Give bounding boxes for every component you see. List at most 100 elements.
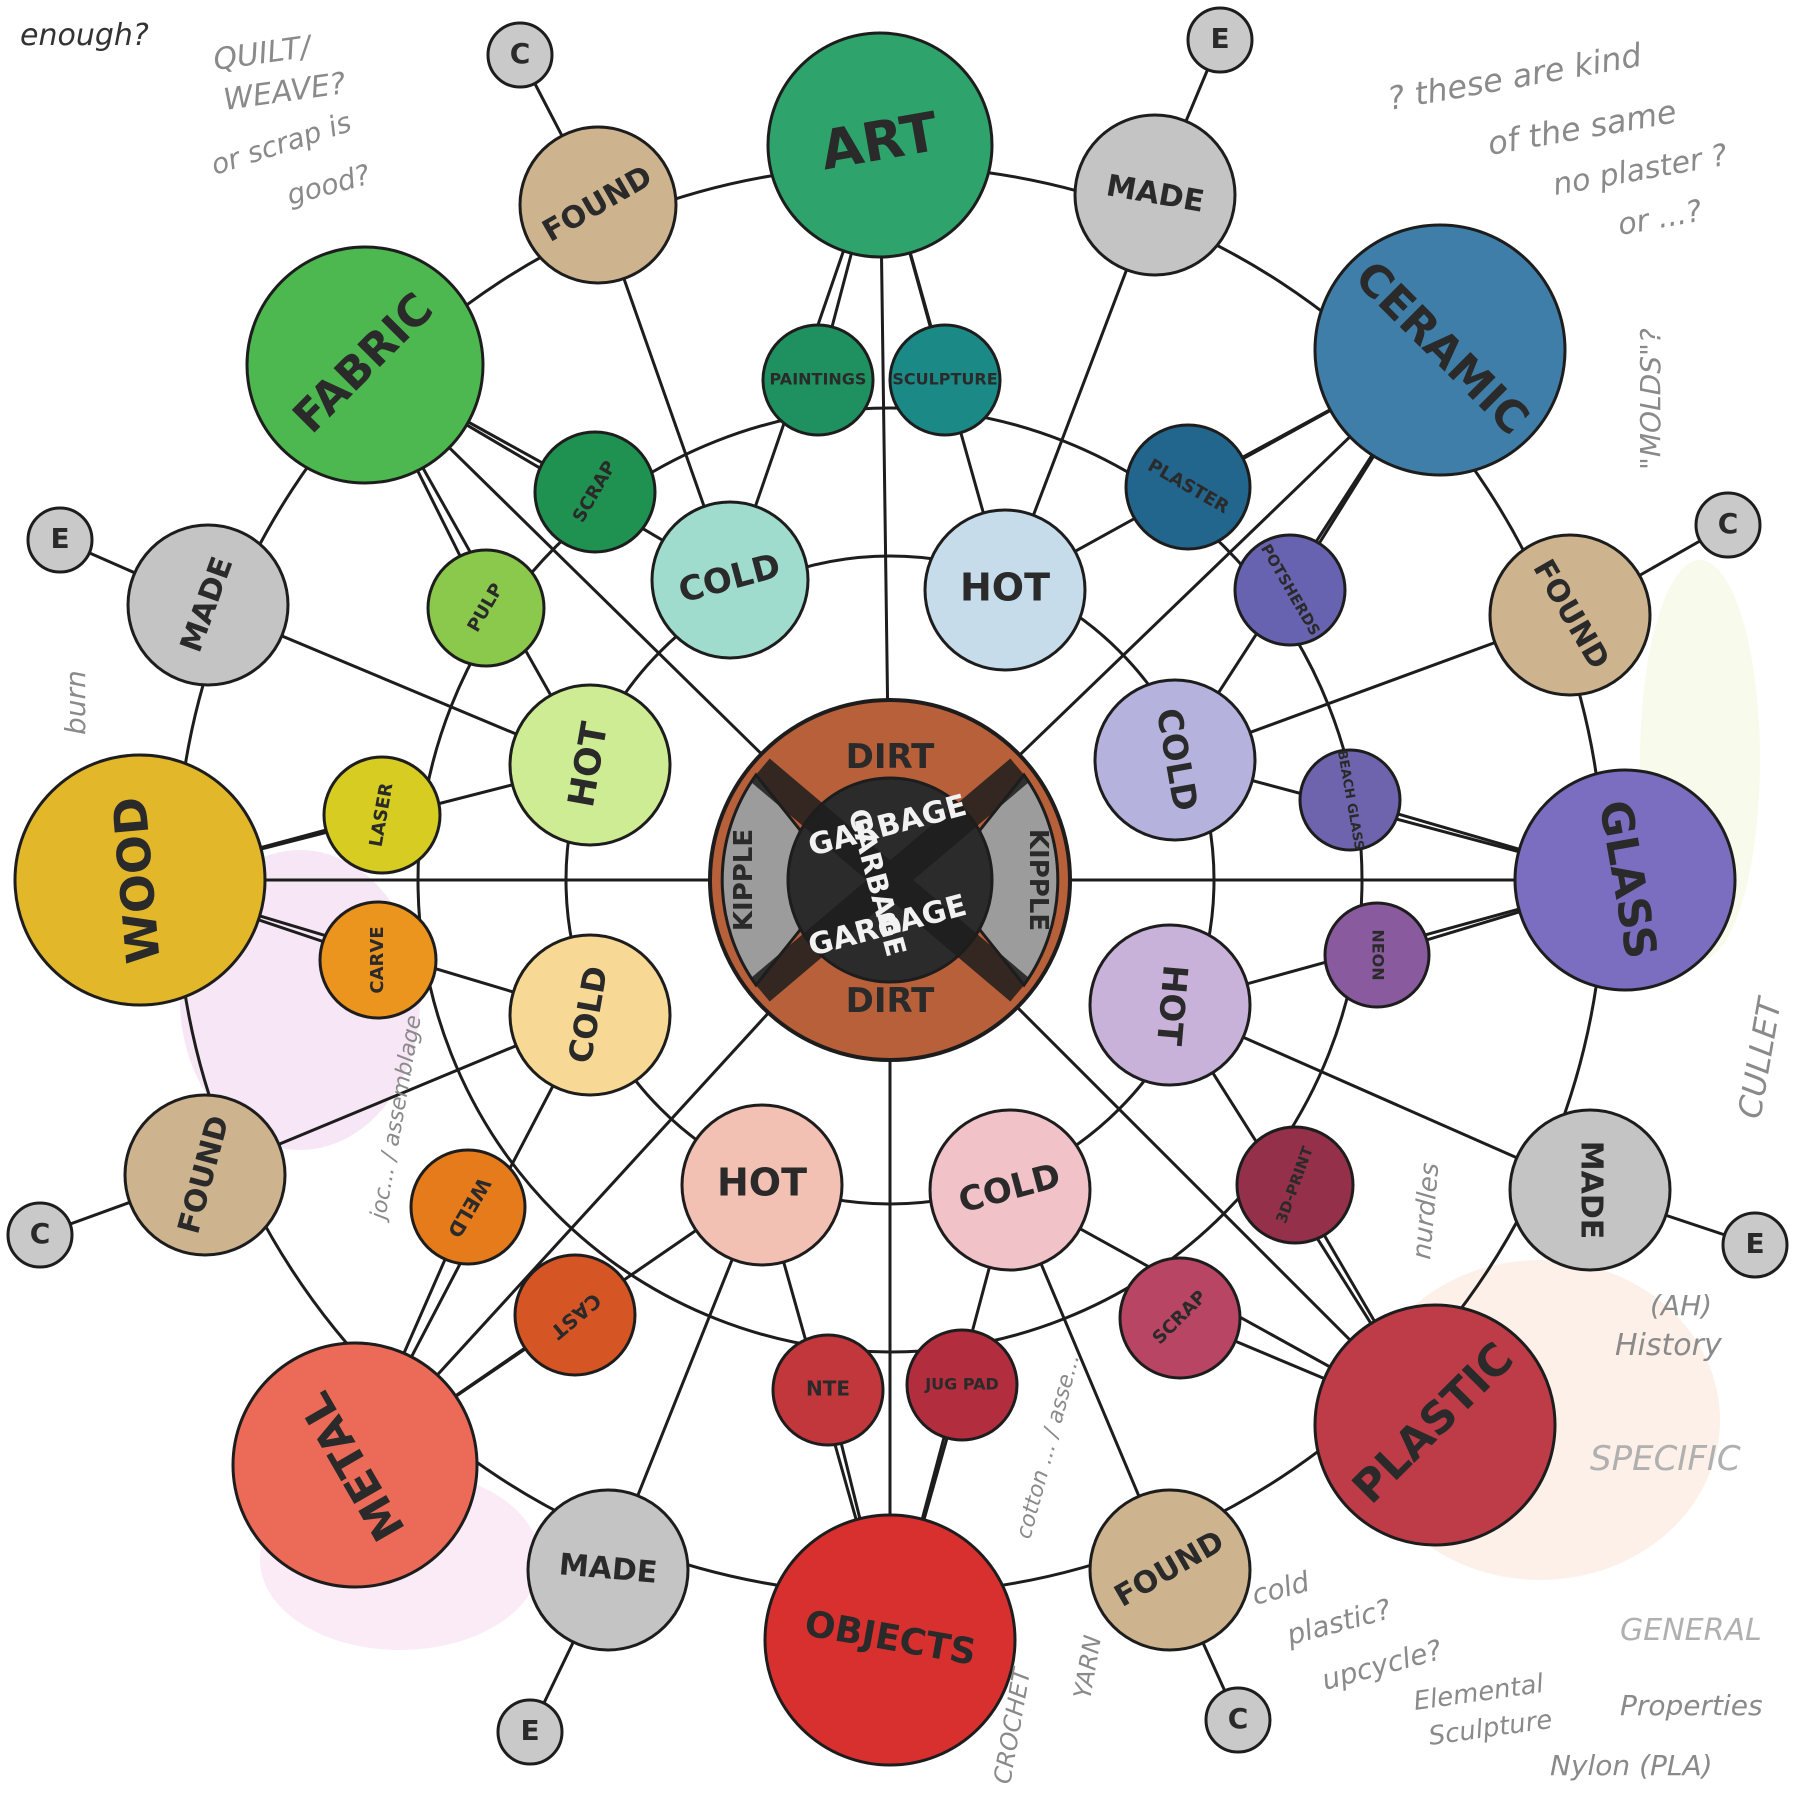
node-circle-scrap-plastic [1118,1256,1242,1380]
node-circle-neon [1323,901,1431,1009]
node-cold-wood: COLD [508,933,672,1097]
node-nte: NTE [771,1333,885,1447]
node-circle-sculpture [888,323,1002,437]
note-yarn: YARN [1068,1633,1107,1701]
node-made-glass: MADE [1508,1108,1672,1272]
note-specific: SPECIFIC [1590,1439,1741,1479]
node-circle-plastic [1313,1303,1557,1547]
node-circle-e-wood [26,506,94,574]
node-hot-plastic: HOT [680,1103,844,1267]
note-cold-plastic-1: cold [1248,1565,1313,1612]
node-cold-art: COLD [650,500,810,660]
node-paintings: PAINTINGS [761,323,875,437]
node-circle-cold-glass [1093,678,1257,842]
node-circle-made-wood [126,523,290,687]
node-c-art: C [486,21,554,89]
node-glass: GLASS [1513,768,1737,992]
note-quilt: QUILT/ [211,29,315,78]
node-circle-cold-plastic [928,1108,1092,1272]
dirt-top-label: DIRT [846,737,936,777]
node-label-c-plastic: C [1228,1702,1249,1735]
node-wood: WOOD [13,753,267,1007]
node-c-metal: C [6,1201,74,1269]
node-circle-found-metal [123,1093,287,1257]
node-circle-c-art [486,21,554,89]
node-label-e-wood: E [50,522,69,555]
node-circle-art [766,31,994,259]
node-made-art: MADE [1073,113,1237,277]
node-circle-made-objects [526,1488,690,1652]
node-label-nte: NTE [806,1377,850,1401]
node-laser: LASER [322,755,442,875]
node-found-plastic: FOUND [1088,1488,1252,1652]
node-circle-plaster [1124,423,1252,551]
node-circle-paintings [761,323,875,437]
node-circle-found-plastic [1088,1488,1252,1652]
kipple-right-label: KIPPLE [1023,829,1053,931]
node-label-c-metal: C [30,1217,51,1250]
node-weld: WELD [409,1148,527,1266]
node-circle-potsherds [1233,533,1347,647]
node-potsherds: POTSHERDS [1233,533,1347,647]
node-circle-c-plastic [1204,1686,1272,1754]
node-circle-made-glass [1508,1108,1672,1272]
node-circle-e-objects [496,1698,564,1766]
node-label-hot-plastic: HOT [717,1161,807,1205]
node-neon: NEON [1323,901,1431,1009]
node-circle-printed-3d [1235,1125,1355,1245]
node-circle-hot-wood [508,683,672,847]
node-label-hot-glass: HOT [1148,963,1195,1048]
center-hub: DIRT DIRT KIPPLE KIPPLE GARBAGE GARBAGE … [708,698,1072,1062]
node-label-c-art: C [510,37,531,70]
node-metal: METAL [231,1341,479,1589]
node-circle-wood [13,753,267,1007]
node-cast: CAST [513,1253,637,1377]
nodes: ARTCERAMICGLASSPLASTICOBJECTSMETALWOODFA… [6,6,1789,1767]
node-e-glass: E [1721,1211,1789,1279]
note-ahistory-2: History [1615,1328,1723,1363]
node-circle-beach-glass [1298,748,1402,852]
node-circle-hot-glass [1088,923,1252,1087]
node-circle-found-ceramic [1488,533,1652,697]
node-pulp: PULP [426,548,546,668]
note-cold-plastic-2: plastic? [1282,1592,1394,1652]
node-circle-ceramic [1313,223,1567,477]
node-label-sculpture: SCULPTURE [892,370,997,389]
node-circle-laser [322,755,442,875]
node-circle-hot-art [923,508,1087,672]
note-cotton: cotton ... / asse... [1012,1351,1085,1541]
node-found-metal: FOUND [123,1093,287,1257]
node-circle-jug-pad [905,1328,1019,1442]
node-label-e-art: E [1210,22,1229,55]
node-e-wood: E [26,506,94,574]
node-circle-cold-wood [508,933,672,1097]
node-e-art: E [1186,6,1254,74]
node-cold-plastic: COLD [928,1108,1092,1272]
kipple-left-label: KIPPLE [729,829,759,931]
node-hot-glass: HOT [1088,923,1252,1087]
node-label-e-objects: E [520,1714,539,1747]
note-good: good? [283,158,373,212]
node-circle-scrap-fabric [533,430,657,554]
dirt-bottom-label: DIRT [846,981,936,1021]
note-same-4: or ...? [1615,194,1705,243]
node-c-ceramic: C [1694,491,1762,559]
node-label-e-glass: E [1745,1227,1764,1260]
node-found-art: FOUND [518,125,678,285]
node-circle-found-art [518,125,678,285]
node-found-ceramic: FOUND [1488,533,1652,697]
node-label-c-ceramic: C [1718,507,1739,540]
note-cullet: CULLET [1730,993,1789,1121]
node-circle-glass [1513,768,1737,992]
node-scrap-plastic: SCRAP [1118,1256,1242,1380]
note-molds: "MOLDS"? [1634,328,1667,470]
node-label-jug-pad: JUG PAD [924,1375,999,1394]
node-made-objects: MADE [526,1488,690,1652]
node-circle-c-metal [6,1201,74,1269]
node-label-paintings: PAINTINGS [770,370,867,389]
node-sculpture: SCULPTURE [888,323,1002,437]
node-e-objects: E [496,1698,564,1766]
node-circle-cold-art [650,500,810,660]
node-art: ART [766,31,994,259]
